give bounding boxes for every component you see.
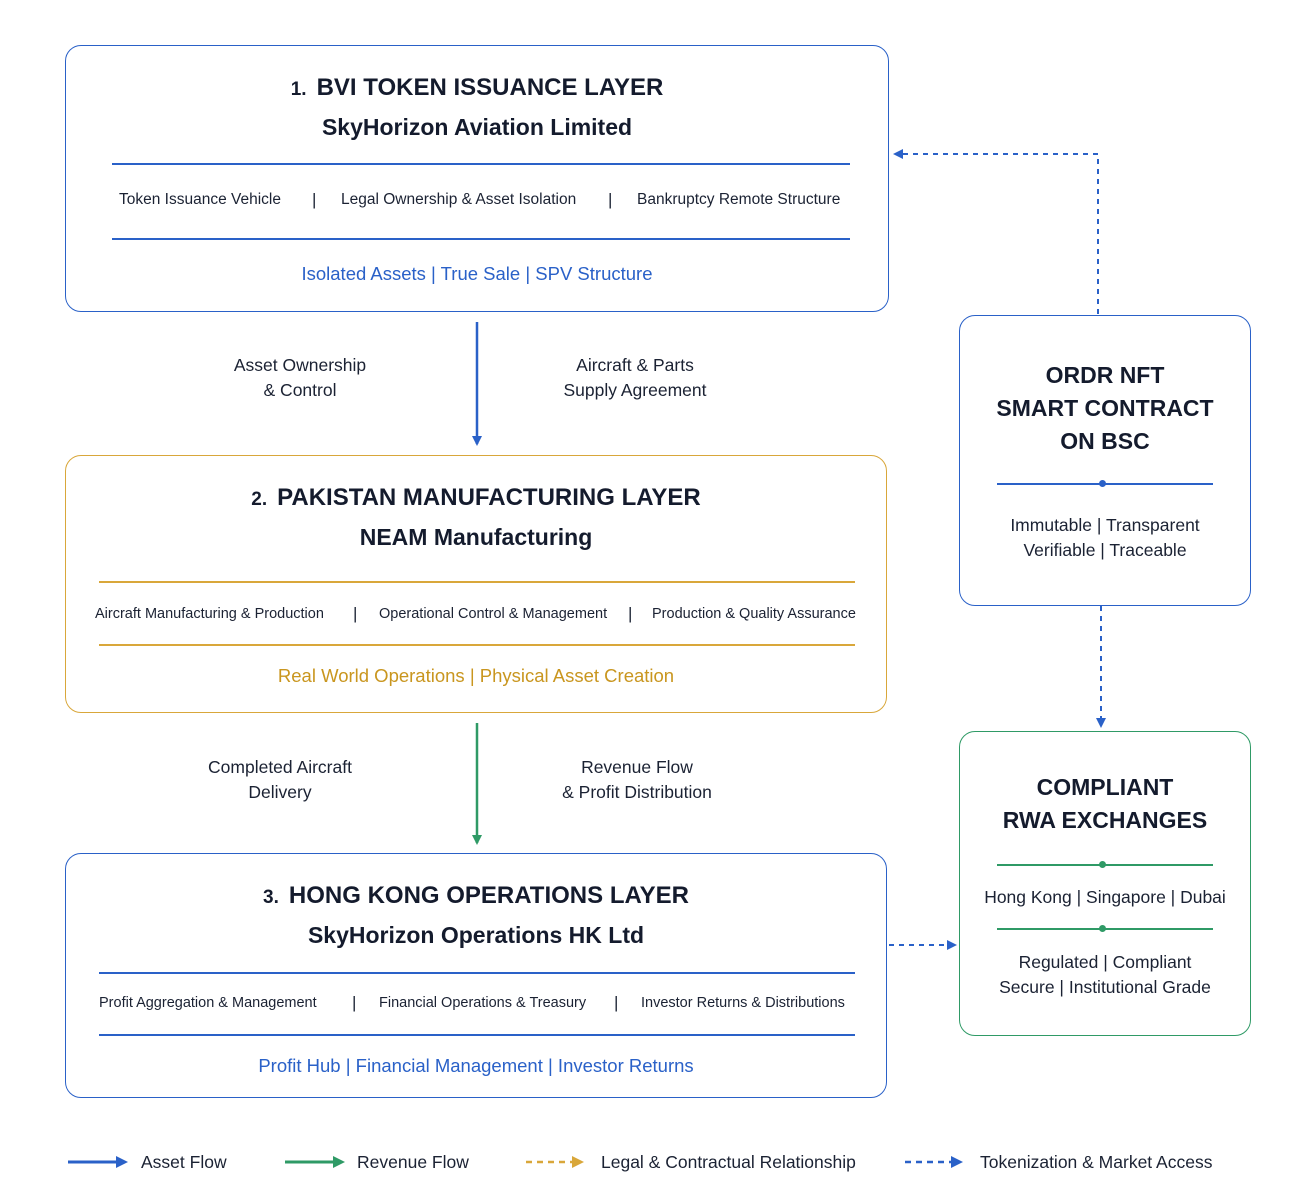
divider (112, 238, 850, 240)
nft-properties: Immutable | Transparent Verifiable | Tra… (1010, 515, 1200, 560)
solid-blue-arrow-icon (68, 1156, 128, 1168)
feature-item: Investor Returns & Distributions (641, 995, 845, 1011)
layer-entity: SkyHorizon Aviation Limited (321, 114, 633, 140)
layer-tagline: Real World Operations | Physical Asset C… (277, 665, 675, 686)
divider (99, 1034, 855, 1036)
feature-row: Aircraft Manufacturing & Production | Op… (66, 604, 886, 628)
feature-row: Profit Aggregation & Management | Financ… (66, 993, 886, 1017)
divider (99, 581, 855, 583)
divider (112, 163, 850, 165)
feature-item: Bankruptcy Remote Structure (637, 191, 841, 208)
feature-item: Financial Operations & Treasury (379, 995, 587, 1011)
layer-entity: NEAM Manufacturing (359, 524, 593, 550)
feature-row: Token Issuance Vehicle | Legal Ownership… (66, 190, 888, 213)
layer-title: 3.HONG KONG OPERATIONS LAYER (263, 882, 689, 909)
legend-revenue-flow: Revenue Flow (283, 1148, 469, 1176)
rwa-exchanges-box: COMPLIANT RWA EXCHANGES Hong Kong | Sing… (959, 731, 1251, 1036)
divider (99, 972, 855, 974)
layer-entity: SkyHorizon Operations HK Ltd (307, 922, 645, 948)
legend-label: Revenue Flow (357, 1151, 469, 1172)
revenue-flow-label: Revenue Flow& Profit Distribution (562, 757, 712, 802)
nft-smart-contract-box: ORDR NFT SMART CONTRACT ON BSC Immutable… (959, 315, 1251, 606)
layer-title: 1.BVI TOKEN ISSUANCE LAYER (290, 74, 664, 101)
bvi-token-issuance-layer: 1.BVI TOKEN ISSUANCE LAYER SkyHorizon Av… (65, 45, 889, 312)
exchange-properties: Regulated | Compliant Secure | Instituti… (999, 952, 1211, 997)
separator: | (614, 993, 619, 1012)
feature-item: Operational Control & Management (379, 606, 608, 622)
separator: | (353, 604, 358, 623)
feature-item: Token Issuance Vehicle (119, 191, 281, 208)
legend-label: Tokenization & Market Access (980, 1151, 1213, 1172)
exchange-locations: Hong Kong | Singapore | Dubai (984, 887, 1226, 907)
asset-ownership-label: Asset Ownership& Control (233, 355, 367, 400)
legend-tokenization: Tokenization & Market Access (903, 1148, 1212, 1176)
nft-title: ORDR NFT SMART CONTRACT ON BSC (996, 362, 1214, 454)
feature-item: Profit Aggregation & Management (99, 995, 317, 1011)
divider-dot (1099, 925, 1106, 932)
divider-dot (1099, 480, 1106, 487)
divider (99, 644, 855, 646)
dashed-gold-arrow-icon (526, 1156, 584, 1168)
separator: | (628, 604, 633, 623)
feature-item: Aircraft Manufacturing & Production (95, 606, 324, 622)
pakistan-manufacturing-layer: 2.PAKISTAN MANUFACTURING LAYER NEAM Manu… (65, 455, 887, 713)
hong-kong-operations-layer: 3.HONG KONG OPERATIONS LAYER SkyHorizon … (65, 853, 887, 1098)
exchanges-title: COMPLIANT RWA EXCHANGES (1002, 774, 1208, 833)
dashed-blue-arrow-icon (905, 1156, 963, 1168)
feature-item: Legal Ownership & Asset Isolation (341, 191, 577, 208)
solid-green-arrow-icon (285, 1156, 345, 1168)
separator: | (608, 190, 613, 209)
layer-title: 2.PAKISTAN MANUFACTURING LAYER (251, 484, 701, 511)
layer-tagline: Profit Hub | Financial Management | Inve… (258, 1055, 694, 1076)
tokenization-arrow-to-bvi (893, 149, 1099, 314)
legend-label: Legal & Contractual Relationship (601, 1151, 856, 1172)
legend-asset-flow: Asset Flow (66, 1148, 227, 1176)
separator: | (312, 190, 317, 209)
legend-legal-relationship: Legal & Contractual Relationship (524, 1148, 856, 1176)
feature-item: Production & Quality Assurance (652, 606, 856, 622)
legend-label: Asset Flow (141, 1151, 227, 1172)
layer-tagline: Isolated Assets | True Sale | SPV Struct… (301, 263, 653, 284)
divider-dot (1099, 861, 1106, 868)
separator: | (352, 993, 357, 1012)
